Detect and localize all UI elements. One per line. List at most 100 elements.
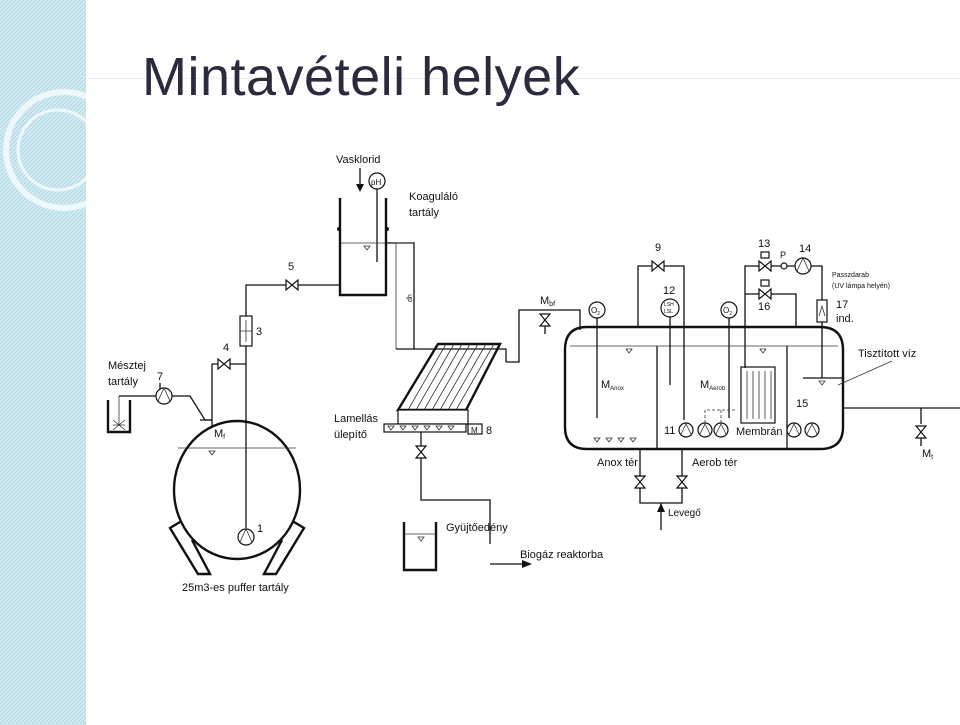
pump-14-mark [796, 257, 810, 272]
lamella-scraper-marks [387, 425, 455, 431]
buffer-tank-legs [168, 520, 306, 576]
valve-9-line [637, 265, 685, 420]
number-1: 1 [257, 523, 263, 535]
lamella-settler-group: M 8 Lamellás ülepítő [334, 342, 507, 544]
coagulant-tank [338, 198, 388, 297]
mesztej-label-2: tartály [108, 376, 138, 388]
bioreactor-level-marks [625, 348, 767, 354]
coagulant-level-mark [363, 245, 371, 251]
lamellas-label-2: ülepítő [334, 429, 367, 441]
buffer-tank-label: 25m3-es puffer tartály [182, 582, 289, 594]
treated-water-group: Tisztított víz Mt [837, 348, 960, 461]
lime-tank [106, 400, 132, 434]
mesztej-label-1: Mésztej [108, 360, 146, 372]
anox-ter-label: Anox tér [597, 457, 638, 469]
membran-label: Membrán [736, 426, 782, 438]
vasklorid-label: Vasklorid [336, 154, 380, 166]
decorative-side-stripe [0, 0, 86, 725]
anox-diffusers [593, 437, 637, 443]
number-17: 17 [836, 299, 848, 311]
title-divider [86, 78, 960, 79]
lamellas-label-1: Lamellás [334, 413, 379, 425]
mf-sample-label: Mf [214, 428, 225, 441]
feed-line-group: 5 3 4 [211, 261, 340, 528]
pump-14-icon [794, 257, 812, 275]
pressure-sensor-icon [780, 262, 788, 270]
pump-11a-icon [678, 422, 694, 438]
mbf-sample-label: Mbf [540, 295, 555, 308]
air-supply-group: Levegő [633, 449, 701, 530]
tisztitott-viz-leader [837, 360, 893, 386]
mf-sample-line [200, 419, 213, 426]
pump-11b-icon [697, 422, 713, 438]
slide-title: Mintavételi helyek [142, 47, 581, 107]
gyujtoedeny-label: Gyüjtőedény [446, 522, 508, 534]
valve-5-icon [285, 278, 299, 292]
air-inlet-arrow [657, 503, 665, 512]
number-7: 7 [157, 371, 163, 383]
collection-level-mark [417, 536, 425, 542]
m-aerob-sample-label: MAerob [700, 379, 726, 392]
motor-label: M [471, 426, 478, 435]
settler-to-reactor-line [506, 309, 581, 363]
number-8: 8 [486, 425, 492, 437]
buffer-tank [172, 419, 302, 561]
lsl-label: LSL [664, 309, 673, 315]
lamella-plates [407, 343, 495, 411]
feed-line-top [245, 284, 340, 316]
pump-11-dashed-links [704, 409, 737, 423]
number-3: 3 [256, 326, 262, 338]
flowmeter-3-mark [240, 320, 252, 342]
mbf-valve-icon [538, 313, 552, 327]
air-valve-aerob-icon [675, 475, 689, 489]
lamella-scraper [383, 423, 467, 433]
clean-water-level-mark [818, 380, 826, 386]
collection-vessel-group: Gyüjtőedény Biogáz reaktorba [402, 522, 604, 572]
sludge-line [420, 432, 491, 544]
stripe-ring-outer [3, 89, 86, 211]
valve-9-icon [651, 259, 665, 273]
indicator-17-mark [818, 304, 826, 317]
lime-tank-stirrer-icon [112, 396, 126, 431]
air-valve-anox-icon [633, 475, 647, 489]
ph-probe-label: pH [371, 178, 381, 187]
number-15: 15 [796, 398, 808, 410]
aerob-ter-label: Aerob tér [692, 457, 738, 469]
lsh-label: LSH [664, 302, 674, 308]
coagulant-overflow-line [386, 242, 415, 349]
number-14: 14 [799, 243, 811, 255]
valve-16-icon [758, 287, 772, 301]
pressure-sensor-label: P [780, 250, 786, 260]
valve-4-icon [217, 357, 231, 371]
collection-vessel [402, 522, 438, 572]
coagulant-tank-nozzle-r [385, 227, 389, 231]
dh-label: dh [407, 294, 414, 302]
passzdarab-label-2: (UV lámpa helyén) [832, 283, 890, 290]
mt-sample-label: Mt [922, 448, 933, 461]
bioreactor-vessel [563, 325, 845, 451]
mt-valve-icon [914, 425, 928, 439]
permeate-line-main [744, 265, 823, 368]
coagulant-tank-group: Vasklorid pH Koaguláló tartály dh [336, 154, 458, 349]
stripe-ring-inner [16, 108, 86, 192]
pump-7-icon [155, 387, 173, 405]
number-5: 5 [288, 261, 294, 273]
pump-15b-icon [804, 422, 820, 438]
membrane-fibers [746, 371, 772, 419]
tisztitott-viz-label: Tisztított víz [858, 348, 916, 360]
valve-13-icon [758, 259, 772, 273]
pump-11c-icon [713, 422, 729, 438]
buffer-tank-group: Mf 1 25m3-es puffer tartály [168, 419, 306, 594]
lamella-hopper [397, 409, 469, 425]
pump-1-mark [239, 528, 253, 543]
number-13: 13 [758, 238, 770, 250]
indicator-17-icon [816, 299, 828, 323]
pump-1-icon [237, 528, 255, 546]
levego-label: Levegő [668, 508, 701, 519]
coagulant-tank-nozzle-l [337, 227, 341, 231]
passzdarab-label-1: Passzdarab [832, 272, 869, 279]
valve-16-actuator [760, 279, 770, 287]
pump-7-mark [157, 387, 171, 402]
valve-13-actuator [760, 251, 770, 259]
permeate-line-group: 13 16 P 14 Passzdarab (UV lámpa helyén) … [744, 238, 890, 378]
